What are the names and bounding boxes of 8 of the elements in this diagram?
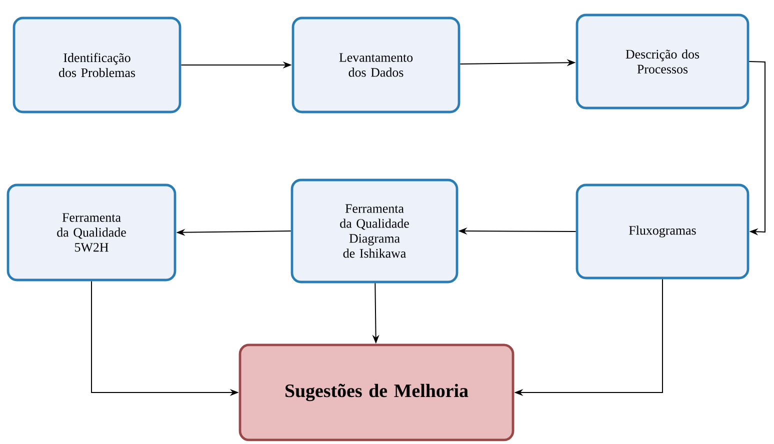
- process-box: Ferramenta da Qualidade Diagrama de Ishikawa: [290, 178, 458, 284]
- arrow: [748, 61, 766, 236]
- process-box: Levantamento dos Dados: [292, 16, 460, 114]
- process-box: Descrição dos Processos: [576, 14, 750, 110]
- process-box: Identificação dos Problemas: [12, 16, 182, 114]
- process-box: Ferramenta da Qualidade 5W2H: [6, 184, 176, 282]
- process-box: Fluxogramas: [576, 184, 750, 280]
- result-box: Sugestões de Melhoria: [238, 344, 514, 442]
